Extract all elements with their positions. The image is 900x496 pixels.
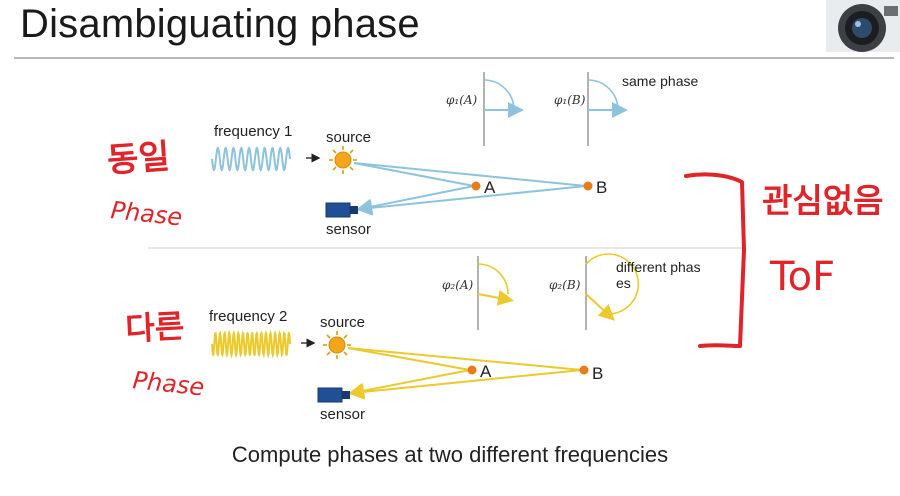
sun-icon-2 — [323, 331, 351, 359]
point-a-top — [471, 181, 481, 191]
point-a-label: A — [484, 178, 496, 197]
phase-indicator-a — [483, 72, 524, 146]
phase-indicator-a-2 — [477, 256, 514, 330]
sensor-label: sensor — [326, 221, 371, 238]
camera-sensor-icon — [325, 202, 358, 218]
annotation-phase-2: Phase — [131, 366, 205, 401]
phase-indicator-b — [587, 72, 628, 146]
slide-caption: Compute phases at two different frequenc… — [231, 442, 669, 467]
frequency-2-label: frequency 2 — [209, 308, 287, 325]
point-a-label-2: A — [480, 362, 492, 381]
different-phase-note-2: es — [616, 275, 631, 291]
handwritten-annotations: 동일 Phase 다른 Phase 관심없음 ToF — [106, 137, 884, 402]
point-b-label: B — [596, 178, 607, 197]
source-label: source — [326, 129, 371, 146]
bottom-scene: frequency 2 source A B — [209, 253, 701, 423]
phase-a-label: φ₁(A) — [446, 93, 478, 107]
annotation-tof: ToF — [769, 254, 835, 300]
annotation-bracket — [684, 172, 746, 348]
source-label-2: source — [320, 314, 365, 331]
point-b-label-2: B — [592, 364, 603, 383]
point-b-bottom — [579, 365, 589, 375]
sun-icon — [329, 146, 357, 174]
wave-frequency-1 — [211, 146, 291, 172]
title-divider — [14, 57, 894, 59]
point-a-bottom — [467, 365, 477, 375]
frequency-1-label: frequency 1 — [214, 123, 292, 140]
same-phase-note: same phase — [622, 73, 698, 89]
different-phase-note-1: different phas — [616, 259, 701, 275]
annotation-phase-1: Phase — [109, 196, 183, 231]
wave-frequency-2 — [211, 329, 291, 359]
camera-sensor-icon-2 — [317, 387, 350, 403]
top-scene: frequency 1 source A — [211, 72, 698, 238]
slide-title: Disambiguating phase — [20, 2, 420, 46]
phase-a-label-2: φ₂(A) — [442, 278, 474, 292]
annotation-same: 동일 — [106, 137, 171, 181]
logo-icon — [826, 0, 900, 52]
annotation-not-interested: 관심없음 — [762, 181, 883, 220]
point-b-top — [583, 181, 593, 191]
phase-b-label-2: φ₂(B) — [549, 278, 581, 292]
sensor-label-2: sensor — [320, 406, 365, 423]
phase-b-label: φ₁(B) — [554, 93, 586, 107]
annotation-different: 다른 — [124, 307, 185, 348]
phase-indicator-b-2 — [585, 253, 640, 330]
